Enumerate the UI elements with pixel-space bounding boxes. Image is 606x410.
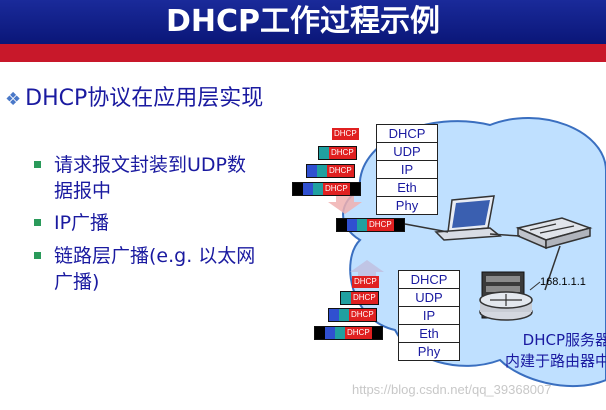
main-bullet-text: DHCP协议在应用层实现	[25, 86, 264, 111]
sub-bullet-text: 链路层广播(e.g. 以太网广播)	[54, 245, 256, 293]
layer-dhcp: DHCP	[377, 125, 437, 143]
packet-label: DHCP	[351, 292, 378, 304]
packet-dhcp: DHCP	[332, 128, 359, 140]
packet-label: DHCP	[367, 219, 394, 231]
packet-phy: DHCP	[336, 218, 405, 232]
laptop-icon	[434, 195, 502, 241]
layer-phy: Phy	[417, 344, 441, 359]
square-bullet-icon	[34, 252, 41, 259]
packet-label: DHCP	[327, 165, 354, 177]
packet-udp: DHCP	[340, 291, 379, 305]
router-ip-label: 168.1.1.1	[540, 276, 586, 288]
watermark: https://blog.csdn.net/qq_39368007	[352, 382, 552, 397]
link-switch-router	[544, 245, 561, 291]
square-bullet-icon	[34, 219, 41, 226]
layer-phy: Phy	[395, 198, 419, 213]
layer-dhcp: DHCP	[399, 271, 459, 289]
link-laptop-switch	[489, 233, 521, 237]
sub-bullet-text: 请求报文封装到UDP数据报中	[54, 154, 246, 202]
sub-bullet-text: IP广播	[54, 212, 110, 234]
packet-label: DHCP	[329, 147, 356, 159]
packet-eth: DHCP	[314, 326, 383, 340]
arrow-down	[328, 192, 362, 214]
protocol-stack-client: DHCP UDP IP Eth Phy	[376, 124, 438, 215]
sub-bullet-3: 链路层广播(e.g. 以太网广播)	[34, 243, 264, 295]
layer-ip: IP	[377, 161, 437, 179]
sub-bullet-2: IP广播	[34, 210, 264, 236]
layer-eth: Eth	[399, 325, 459, 343]
packet-label: DHCP	[345, 327, 372, 339]
packet-udp: DHCP	[318, 146, 357, 160]
layer-udp: UDP	[399, 289, 459, 307]
packet-label: DHCP	[332, 128, 359, 140]
link-ip-router	[529, 281, 541, 291]
server-label-line2: 内建于路由器中	[504, 352, 606, 370]
router-icon	[479, 291, 533, 321]
layer-ip: IP	[399, 307, 459, 325]
protocol-stack-server: DHCP UDP IP Eth Phy	[398, 270, 460, 361]
packet-label: DHCP	[323, 183, 350, 195]
packet-ip: DHCP	[306, 164, 355, 178]
server-label-line1: DHCP服务器	[522, 331, 606, 349]
main-bullet: ❖DHCP协议在应用层实现	[5, 84, 275, 115]
title-underline	[0, 44, 606, 62]
packet-label: DHCP	[352, 276, 379, 288]
square-bullet-icon	[34, 161, 41, 168]
packet-label: DHCP	[349, 309, 376, 321]
packet-ip: DHCP	[328, 308, 377, 322]
title-bar	[0, 0, 606, 44]
layer-udp: UDP	[377, 143, 437, 161]
packet-dhcp: DHCP	[352, 276, 379, 288]
packet-eth: DHCP	[292, 182, 361, 196]
layer-eth: Eth	[377, 179, 437, 197]
switch-icon	[515, 217, 593, 250]
diamond-bullet-icon: ❖	[5, 89, 22, 110]
server-label: DHCP服务器 内建于路由器中	[480, 330, 606, 372]
link-laptop-packet	[404, 223, 449, 233]
slide-title: DHCP工作过程示例	[165, 4, 440, 39]
sub-bullet-1: 请求报文封装到UDP数据报中	[34, 152, 264, 204]
